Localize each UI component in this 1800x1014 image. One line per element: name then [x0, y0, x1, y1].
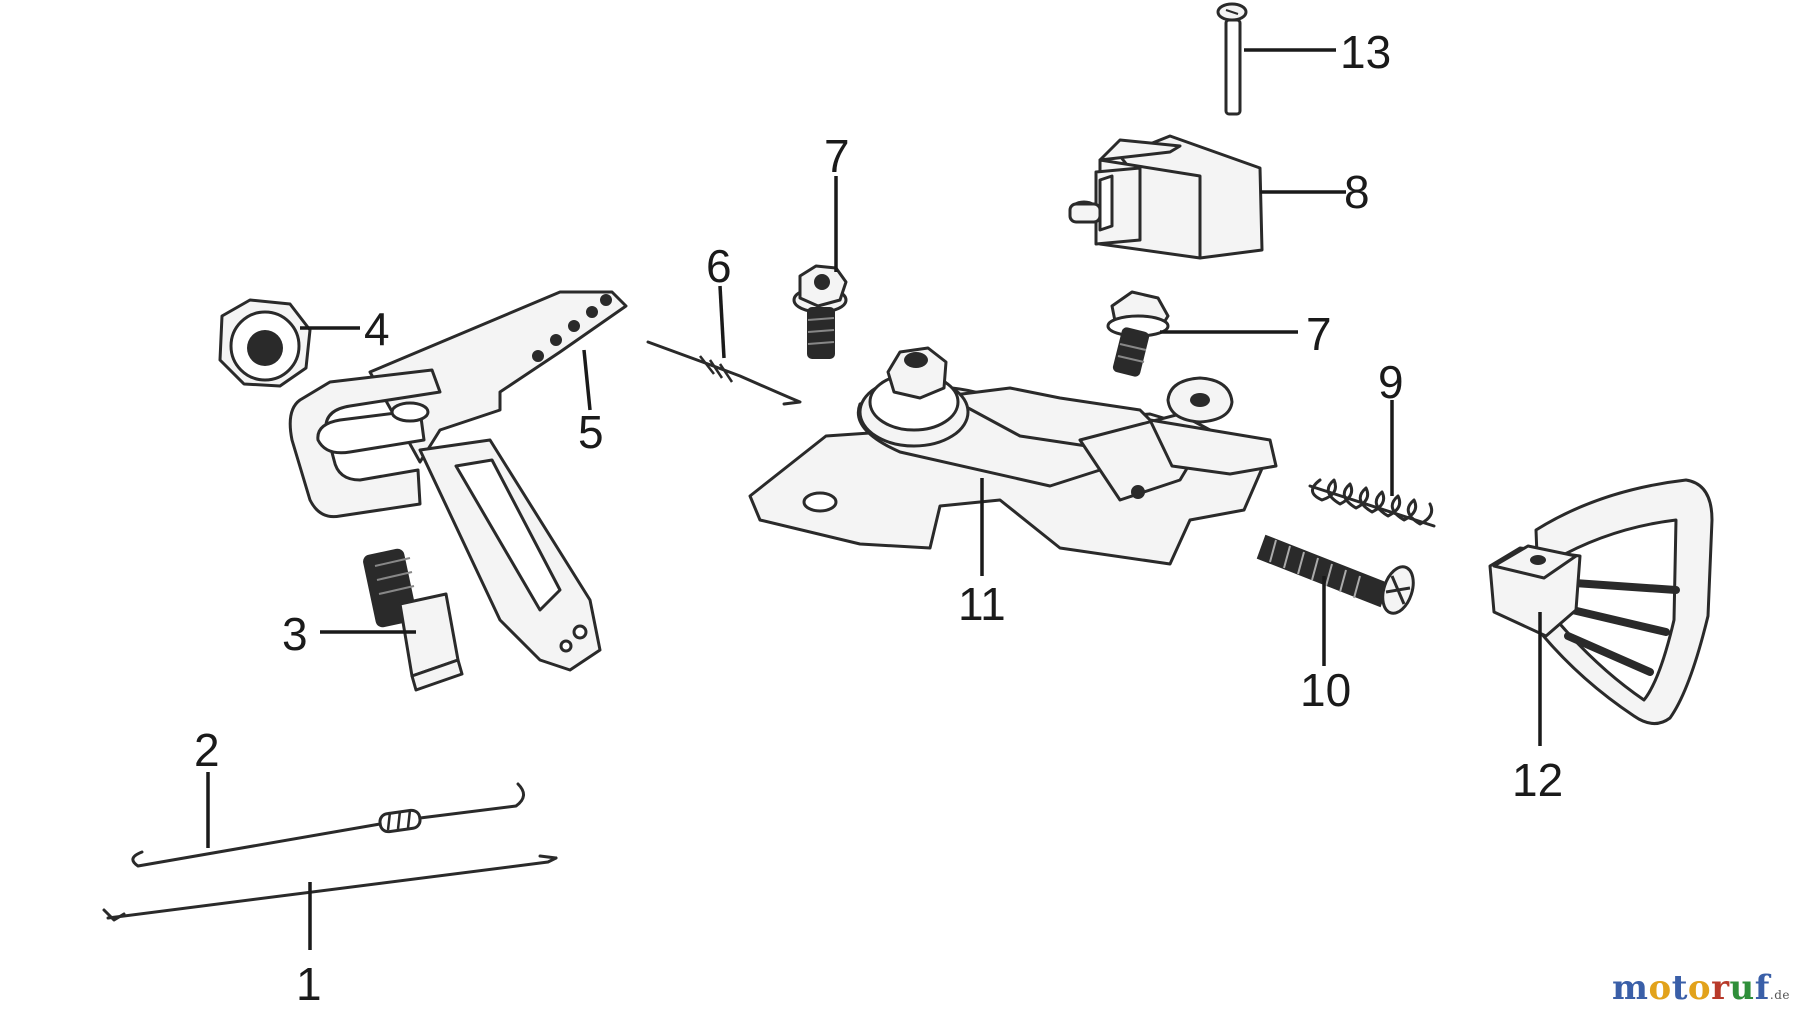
part-8-control-box — [1068, 134, 1264, 260]
callout-9: 9 — [1378, 356, 1404, 408]
watermark-letter: u — [1729, 968, 1755, 1008]
watermark-letter: f — [1754, 968, 1770, 1008]
callout-2: 2 — [194, 724, 220, 776]
leader-lines — [206, 48, 1542, 950]
callout-3: 3 — [282, 608, 308, 660]
callout-10: 10 — [1300, 664, 1351, 716]
part-2-spring-wire — [131, 782, 525, 868]
callout-12: 12 — [1512, 754, 1563, 806]
watermark-text: motoruf — [1612, 968, 1770, 1008]
callout-6: 6 — [706, 240, 732, 292]
part-1-rod — [102, 854, 558, 922]
callout-11: 11 — [958, 578, 1006, 630]
callout-1: 1 — [296, 958, 322, 1010]
part-11-throttle-plate — [748, 346, 1278, 566]
part-3-t-bolt — [363, 548, 464, 692]
part-13-pin — [1216, 2, 1248, 116]
watermark-letter: o — [1687, 968, 1712, 1008]
part-9-compression-spring — [1308, 478, 1436, 528]
watermark-letter: r — [1711, 968, 1730, 1008]
callout-4: 4 — [364, 303, 390, 355]
watermark-letter: m — [1612, 968, 1649, 1008]
part-6-small-spring — [646, 340, 802, 406]
part-7-flange-bolt-lower — [1106, 290, 1170, 377]
watermark-logo: motoruf.de — [1612, 968, 1790, 1008]
callout-13: 13 — [1340, 26, 1391, 78]
callout-7-lower: 7 — [1306, 308, 1332, 360]
part-7-flange-bolt-upper — [792, 264, 848, 359]
watermark-letter: o — [1648, 968, 1672, 1008]
callout-8: 8 — [1344, 166, 1370, 218]
callout-7-upper: 7 — [824, 130, 850, 182]
watermark-letter: t — [1671, 968, 1688, 1008]
part-10-screw — [1256, 534, 1415, 615]
part-4-nut — [218, 298, 312, 388]
part-12-knob — [1488, 478, 1714, 725]
part-5-lever-bracket — [288, 290, 628, 672]
callout-5: 5 — [578, 406, 604, 458]
watermark-suffix: .de — [1769, 988, 1790, 1002]
